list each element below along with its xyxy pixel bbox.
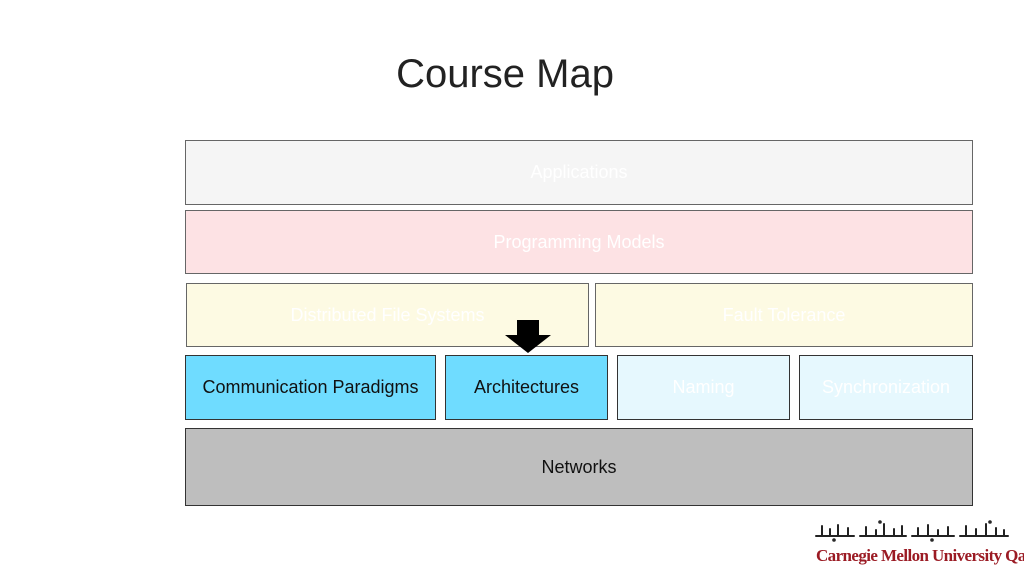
networks-layer: Networks [185,428,973,506]
down-arrow-icon [505,320,551,353]
distributed-file-systems-layer: Distributed File Systems [186,283,589,347]
arabic-wordmark [815,520,1009,542]
slide-title: Course Map [396,52,614,96]
applications-layer: Applications [185,140,973,205]
fault-tolerance-layer: Fault Tolerance [595,283,973,347]
programming-models-layer: Programming Models [185,210,973,274]
applications-label: Applications [530,162,628,182]
logo-text: Carnegie Mellon University Qatar [816,546,1024,565]
architectures-label: Architectures [473,377,580,397]
architectures-layer: Architectures [445,355,608,420]
networks-label: Networks [541,456,617,477]
naming-layer: Naming [617,355,790,420]
naming-label: Naming [672,377,735,397]
cmu-qatar-logo: Carnegie Mellon University Qatar [814,520,1024,570]
distributed-file-systems-label: Distributed File Systems [290,304,485,325]
synchronization-label: Synchronization [821,377,951,397]
communication-paradigms-label: Communication Paradigms [202,377,419,397]
programming-models-label: Programming Models [493,231,665,252]
fault-tolerance-label: Fault Tolerance [722,304,846,325]
communication-paradigms-layer: Communication Paradigms [185,355,436,420]
synchronization-layer: Synchronization [799,355,973,420]
